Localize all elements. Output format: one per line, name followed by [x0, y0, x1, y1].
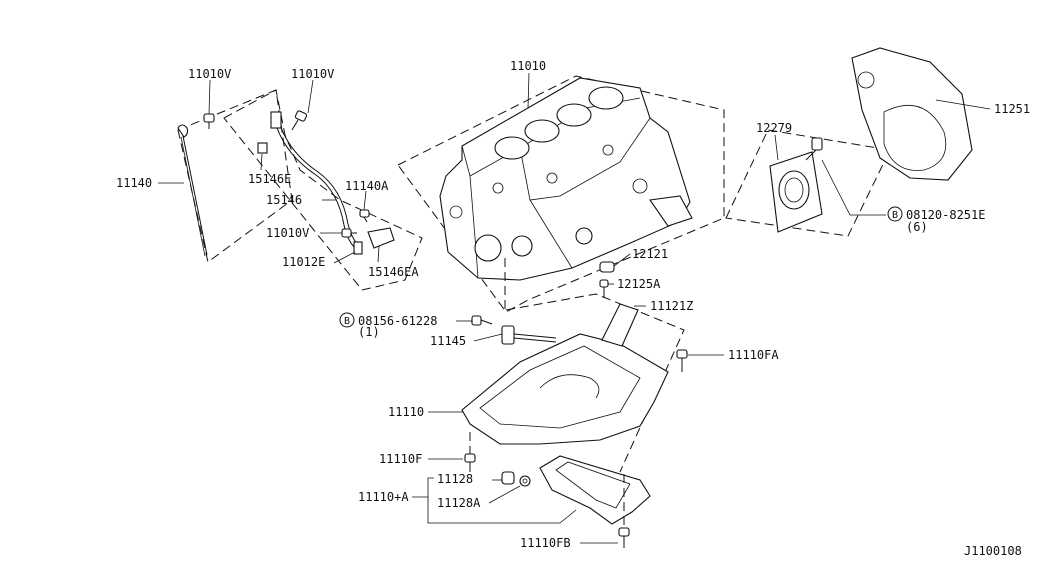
bolt-marker-08120: B — [887, 206, 903, 222]
clip-15146e — [257, 142, 268, 154]
seal-retainer-group — [725, 129, 891, 237]
leader-lines — [158, 72, 991, 544]
block-dashed-outline — [397, 75, 725, 313]
block-body — [439, 77, 691, 281]
rear-plate — [851, 47, 973, 181]
diagram-id-code: J1100108 — [964, 544, 1022, 558]
lower-oil-pan — [539, 455, 651, 525]
block-bore-front-2 — [511, 235, 533, 257]
bolt-11110fb — [618, 527, 630, 548]
bolt-11140a — [359, 209, 370, 223]
dipstick-handle — [177, 124, 189, 138]
label-11012e: 11012E — [282, 255, 325, 269]
block-hole-4 — [602, 144, 614, 156]
rear-oil-seal — [778, 170, 810, 210]
bolt-11010v-left — [203, 113, 215, 129]
cylinder-block — [397, 75, 725, 313]
svg-text:B: B — [892, 210, 898, 221]
label-11010v-right: 11010V — [291, 67, 334, 81]
label-11121z: 11121Z — [650, 299, 693, 313]
label-08156: 08156-61228 — [358, 314, 437, 328]
bolt-12121 — [599, 261, 615, 273]
rear-plate-opening — [883, 104, 947, 171]
label-11110fa: 11110FA — [728, 348, 779, 362]
dipstick-group — [177, 89, 423, 291]
upper-oil-pan-baffle — [539, 374, 600, 399]
label-11010v-left: 11010V — [188, 67, 231, 81]
rear-oil-seal-inner — [784, 177, 804, 203]
lower-oil-pan-inner — [555, 461, 631, 509]
label-11110: 11110 — [388, 405, 424, 419]
guide-dashed-box — [223, 89, 423, 291]
bolt-11010v-right — [291, 110, 308, 131]
lower-oil-pan-group — [501, 455, 651, 548]
bolt-11110f — [464, 453, 476, 472]
oring-11012e — [353, 241, 363, 255]
rear-plate-group — [851, 47, 973, 181]
block-hole-1 — [449, 205, 463, 219]
label-08120: 08120-8251E — [906, 208, 985, 222]
label-08120-qty: (6) — [906, 220, 928, 234]
bolt-11110fa — [676, 349, 688, 372]
cylinder-bore-2 — [524, 119, 560, 143]
guide-tube-top — [270, 111, 282, 129]
upper-oil-pan — [461, 333, 669, 445]
cylinder-bore-3 — [556, 103, 592, 127]
block-hole-2 — [492, 182, 504, 194]
bolt-08120 — [805, 137, 823, 161]
block-mount-flange — [649, 195, 693, 227]
dipstick-dashed-box — [177, 89, 293, 263]
guide-tube-edge — [279, 124, 359, 246]
part-labels: 11010 11010V 11010V 11140 15146E 11140A … — [116, 59, 1030, 558]
cylinder-bore-4 — [588, 86, 624, 110]
label-11128a: 11128A — [437, 496, 481, 510]
block-bore-front — [474, 234, 502, 262]
block-rib — [529, 199, 573, 269]
label-11128: 11128 — [437, 472, 473, 486]
cylinder-bore-1 — [494, 136, 530, 160]
bolt-08156 — [471, 315, 493, 326]
washer-11128a — [519, 475, 531, 487]
oil-pan-group — [461, 258, 688, 473]
upper-oil-pan-inner — [479, 345, 641, 429]
label-15146: 15146 — [266, 193, 302, 207]
label-11140a: 11140A — [345, 179, 389, 193]
dipstick-rod-edge — [180, 136, 206, 257]
bracket-15146ea — [367, 227, 395, 249]
bolt-11010v-mid — [341, 228, 357, 238]
retainer-dashed-box — [725, 129, 891, 237]
label-11110f: 11110F — [379, 452, 422, 466]
bolt-marker-08156: B — [339, 312, 355, 328]
bolt-12125a — [599, 279, 609, 298]
oil-pan-dashed-guide — [505, 293, 685, 473]
label-12125a: 12125A — [617, 277, 661, 291]
drain-plug-11128 — [501, 471, 515, 485]
label-12279: 12279 — [756, 121, 792, 135]
dipstick-rod — [182, 135, 208, 256]
block-hole-3 — [546, 172, 558, 184]
block-bore-side — [575, 227, 593, 245]
block-hole-5 — [632, 178, 648, 194]
label-11010v-mid: 11010V — [266, 226, 309, 240]
label-15146e: 15146E — [248, 172, 291, 186]
label-11251: 11251 — [994, 102, 1030, 116]
svg-text:B: B — [344, 316, 350, 327]
label-11110fb: 11110FB — [520, 536, 571, 550]
label-11145: 11145 — [430, 334, 466, 348]
rear-plate-hole — [857, 71, 875, 89]
label-08156-qty: (1) — [358, 325, 380, 339]
block-side-edge — [519, 117, 651, 201]
label-15146ea: 15146EA — [368, 265, 419, 279]
oil-strainer — [601, 303, 639, 347]
label-11110a: 11110+A — [358, 490, 409, 504]
label-12121: 12121 — [632, 247, 668, 261]
label-11140: 11140 — [116, 176, 152, 190]
label-11010: 11010 — [510, 59, 546, 73]
sensor-11145 — [501, 325, 557, 345]
